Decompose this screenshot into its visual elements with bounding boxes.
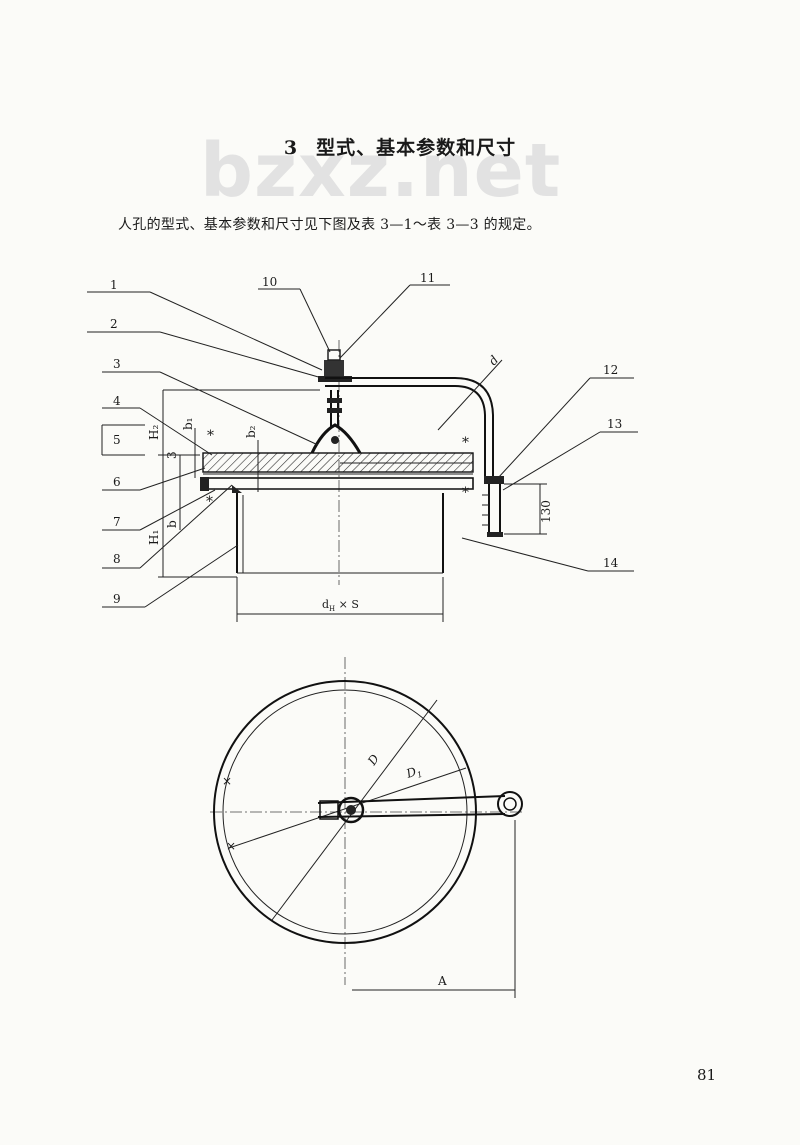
tick-x: × [226,839,236,853]
leader-3 [139,489,216,531]
part-label-11: 11 [420,271,435,285]
leader-8 [159,331,323,379]
leader-6 [139,407,213,456]
dim-h2: H₂ [147,425,161,440]
part-label-9: 1 [110,278,118,292]
dim-d: d [486,353,502,368]
leader-1 [144,544,239,608]
asterisk: * [462,435,469,451]
tick-x: × [222,774,232,788]
leader-10 [299,288,331,353]
part-label-1: 9 [113,592,121,606]
post-foot [487,532,503,537]
dim-D: D [364,751,382,768]
leader-2 [139,484,233,569]
dim-D1: D1 [404,763,424,783]
section-number: 3 [283,137,299,159]
hub-outer [337,796,365,824]
dim-130: 130 [539,500,553,523]
inner-circle [222,689,468,935]
hinge-lug [310,423,362,454]
leader-12 [497,377,591,479]
post-collar [484,476,504,484]
elevation-view: * * * * d 130 H₂ H₁ b 3 b₁ b₂ dH × S [87,271,638,622]
hinge-pin [331,436,339,444]
handle-arm-outer [325,377,494,478]
asterisk: * [207,428,214,444]
dim-b1: b₁ [181,418,195,431]
section-heading: 3 型式、基本参数和尺寸 [0,133,800,160]
page-number: 81 [697,1066,717,1084]
dim-h1: H₁ [147,530,161,545]
asterisk: * [462,485,469,501]
part-label-3: 7 [113,515,121,529]
stem-collar [327,398,342,403]
part-label-2: 8 [113,552,121,566]
dim-three: 3 [165,451,179,459]
d-dim-line [437,359,503,431]
watermark: bzxz.net [200,128,562,214]
plan-view: D D1 × × A [210,657,525,998]
dim-b2: b₂ [244,425,258,438]
part-label-7: 3 [113,357,121,371]
plan-arm-top [317,795,506,804]
part-label-14: 14 [603,556,619,570]
part-label-6: 4 [113,394,121,408]
post-eye-outer [497,791,523,817]
intro-paragraph: 人孔的型式、基本参数和尺寸见下图及表 3—1～表 3—3 的规定。 [118,217,541,233]
asterisk: * [206,494,213,510]
part-label-5: 5 [113,433,121,447]
left-bolt [200,477,209,491]
leader-14 [461,537,589,572]
part-label-13: 13 [607,417,622,431]
leader-4 [139,467,206,491]
leader-11 [339,284,411,359]
part-label-4: 6 [113,475,121,489]
stem-collar-2 [327,408,342,413]
part-label-12: 12 [603,363,618,377]
leader-7 [159,371,319,446]
post-eye-inner [503,797,517,811]
neck-weld [232,485,242,493]
dim-bottom: dH × S [322,598,359,613]
part-label-10: 10 [262,275,277,289]
part-label-8: 2 [110,317,118,331]
handle-arm-inner [325,385,486,478]
outer-circle [213,680,477,944]
bolt-head [327,349,341,361]
hub-center [346,805,356,815]
leader-13 [502,431,601,491]
top-nut [324,360,344,376]
dim-A: A [437,974,447,988]
flange [202,477,474,490]
dim-b: b [165,520,179,528]
section-title: 型式、基本参数和尺寸 [316,137,517,159]
leader-9 [149,291,323,371]
plan-arm-bottom [317,813,506,818]
